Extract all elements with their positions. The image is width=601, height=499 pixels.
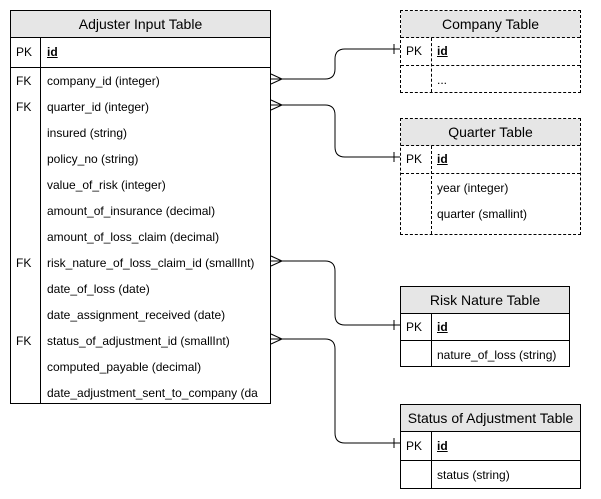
adjuster-input-table: Adjuster Input Table PK id FK FK FK FK c… [10,10,271,404]
connector-status [271,338,400,444]
risk-nature-table: Risk Nature Table PK id nature_of_loss (… [400,286,570,367]
company-pk-separator [401,65,580,66]
field-date-assignment-received: date_assignment_received (date) [47,308,226,322]
adjuster-fk-label-quarter: FK [16,100,32,114]
quarter-key-column-divider [431,146,432,234]
adjuster-fk-label-company: FK [16,74,32,88]
connector-quarter [271,104,400,158]
status-pk-separator [401,460,580,461]
crowfoot-risk-nature [270,255,284,267]
adjuster-fk-label-risk-nature: FK [16,256,32,270]
risk-nature-pk-separator [401,340,569,341]
field-amount-of-insurance: amount_of_insurance (decimal) [47,204,216,218]
field-risk-nature-of-loss-claim-id: risk_nature_of_loss_claim_id (smallInt) [47,256,255,270]
adjuster-pk-field: id [47,45,58,59]
risk-nature-field-nature-of-loss: nature_of_loss (string) [437,348,557,362]
adjuster-key-column-divider [40,38,41,403]
status-key-column-divider [431,432,432,488]
quarter-pk-label: PK [406,152,423,166]
risk-nature-table-title: Risk Nature Table [401,287,569,314]
field-insured: insured (string) [47,126,128,140]
field-date-of-loss: date_of_loss (date) [47,282,150,296]
status-pk-field: id [437,439,448,453]
status-pk-label: PK [406,439,423,453]
risk-nature-pk-label: PK [406,320,423,334]
field-policy-no: policy_no (string) [47,152,139,166]
company-field-ellipsis: ... [437,73,448,87]
status-of-adjustment-table: Status of Adjustment Table PK id status … [400,404,581,489]
risk-nature-pk-field: id [437,320,448,334]
company-key-column-divider [431,38,432,92]
status-field-status: status (string) [437,468,510,482]
quarter-pk-separator [401,173,580,174]
adjuster-pk-label: PK [16,45,33,59]
company-table-title: Company Table [401,11,580,38]
company-pk-field: id [437,44,448,58]
crowfoot-status [270,333,284,345]
risk-nature-key-column-divider [431,314,432,366]
field-computed-payable: computed_payable (decimal) [47,360,202,374]
field-status-of-adjustment-id: status_of_adjustment_id (smallInt) [47,334,230,348]
field-amount-of-loss-claim: amount_of_loss_claim (decimal) [47,230,220,244]
quarter-table: Quarter Table PK id year (integer) quart… [400,118,581,235]
field-date-adjustment-sent-to-company: date_adjustment_sent_to_company (da [47,386,258,400]
quarter-table-title: Quarter Table [401,119,580,146]
crowfoot-company [270,73,284,85]
field-quarter-id: quarter_id (integer) [47,100,150,114]
field-company-id: company_id (integer) [47,74,160,88]
quarter-pk-field: id [437,152,448,166]
adjuster-pk-separator [11,67,270,68]
company-table: Company Table PK id ... [400,10,581,93]
connector-company [271,48,400,80]
adjuster-fk-label-status: FK [16,334,32,348]
crowfoot-quarter [270,99,284,111]
connector-risk-nature [271,260,400,326]
company-pk-label: PK [406,44,423,58]
adjuster-table-title: Adjuster Input Table [11,11,270,38]
quarter-field-year: year (integer) [437,181,509,195]
status-table-title: Status of Adjustment Table [401,405,580,432]
quarter-field-quarter: quarter (smallint) [437,207,528,221]
field-value-of-risk: value_of_risk (integer) [47,178,166,192]
